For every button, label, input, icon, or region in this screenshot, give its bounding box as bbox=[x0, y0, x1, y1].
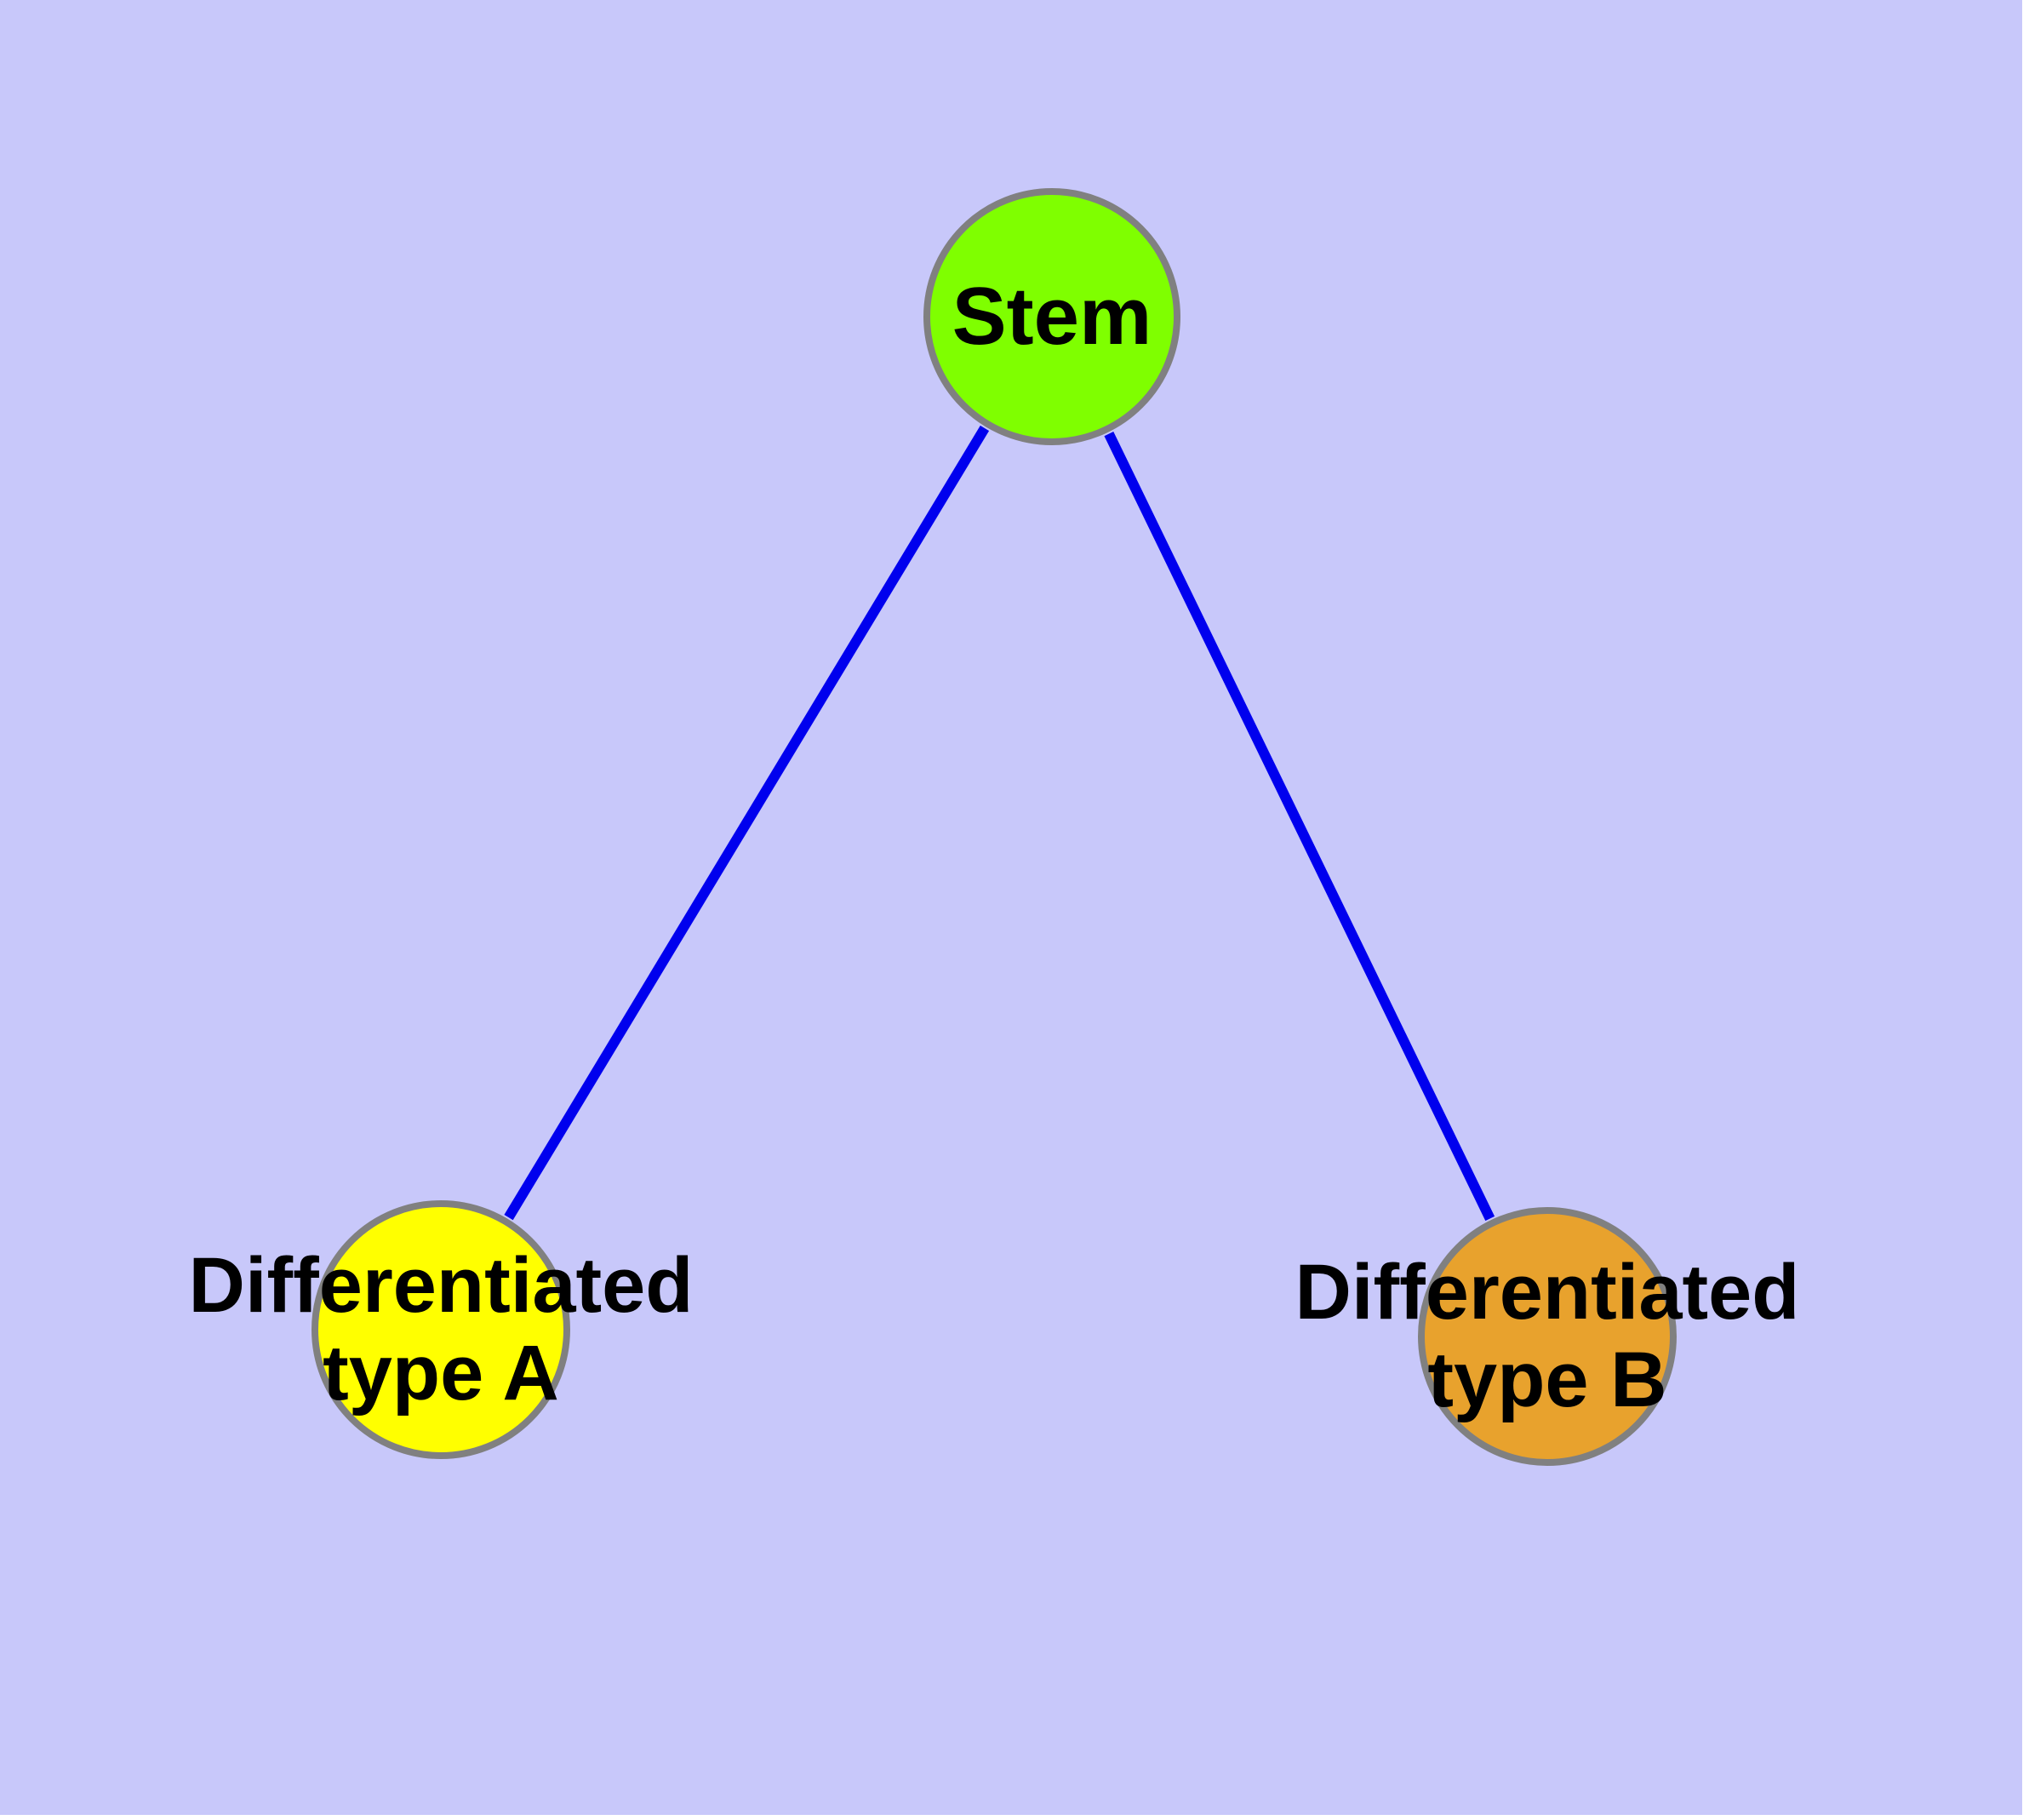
edges-group bbox=[504, 425, 1495, 1222]
nodes-group bbox=[311, 188, 1677, 1466]
graph-edge-stem-diff_b bbox=[1104, 431, 1495, 1222]
graph-node-diff_b[interactable] bbox=[1418, 1207, 1677, 1466]
graph-edge-stem-diff_a bbox=[504, 425, 990, 1221]
graph-node-diff_a[interactable] bbox=[311, 1200, 570, 1459]
graph-node-stem[interactable] bbox=[923, 188, 1180, 445]
